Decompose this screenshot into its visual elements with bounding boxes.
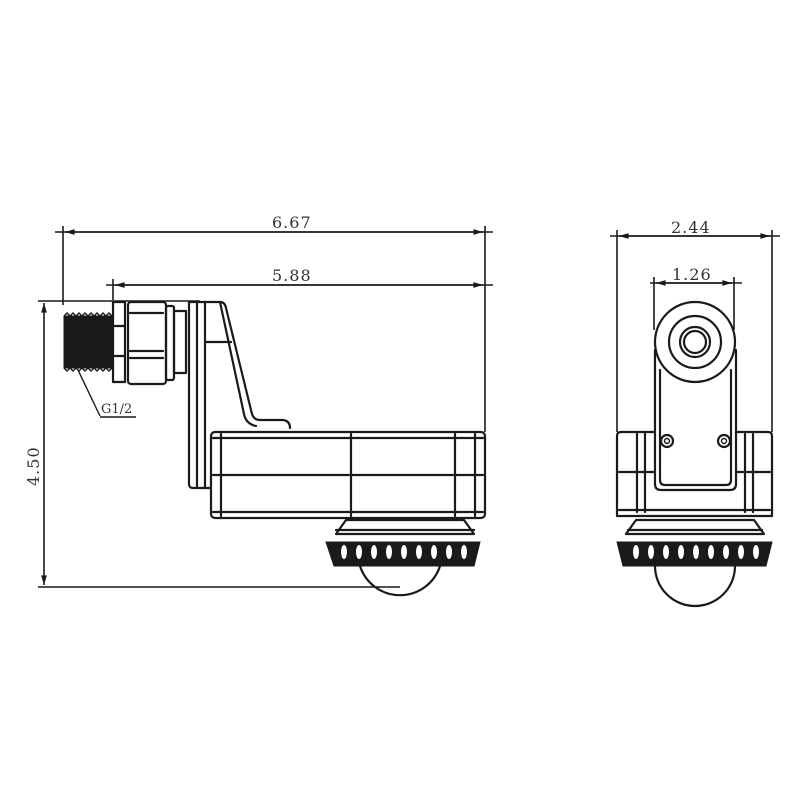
dimension-bracket-width [650,277,742,330]
end-view-housing [615,430,774,518]
hex-nut [111,300,188,386]
dim-label-2-44: 2.44 [671,218,711,237]
thread-label: G1/2 [101,402,132,417]
mounting-bracket [187,300,292,490]
dimension-overall-length [55,226,493,432]
float-ring [325,518,481,597]
switch-housing [209,430,487,520]
dim-label-5-88: 5.88 [272,266,312,285]
end-view-float [616,518,773,608]
dimension-overall-width [610,230,780,432]
end-view: 2.44 1.26 [610,218,780,608]
side-view: 6.67 5.88 4.50 G1/2 [24,213,493,597]
dimension-body-length [106,279,493,300]
end-view-nut [653,300,737,384]
end-view-bracket [653,348,738,492]
dim-label-1-26: 1.26 [672,265,712,284]
dim-label-4-50: 4.50 [24,446,43,486]
dim-label-6-67: 6.67 [272,213,312,232]
